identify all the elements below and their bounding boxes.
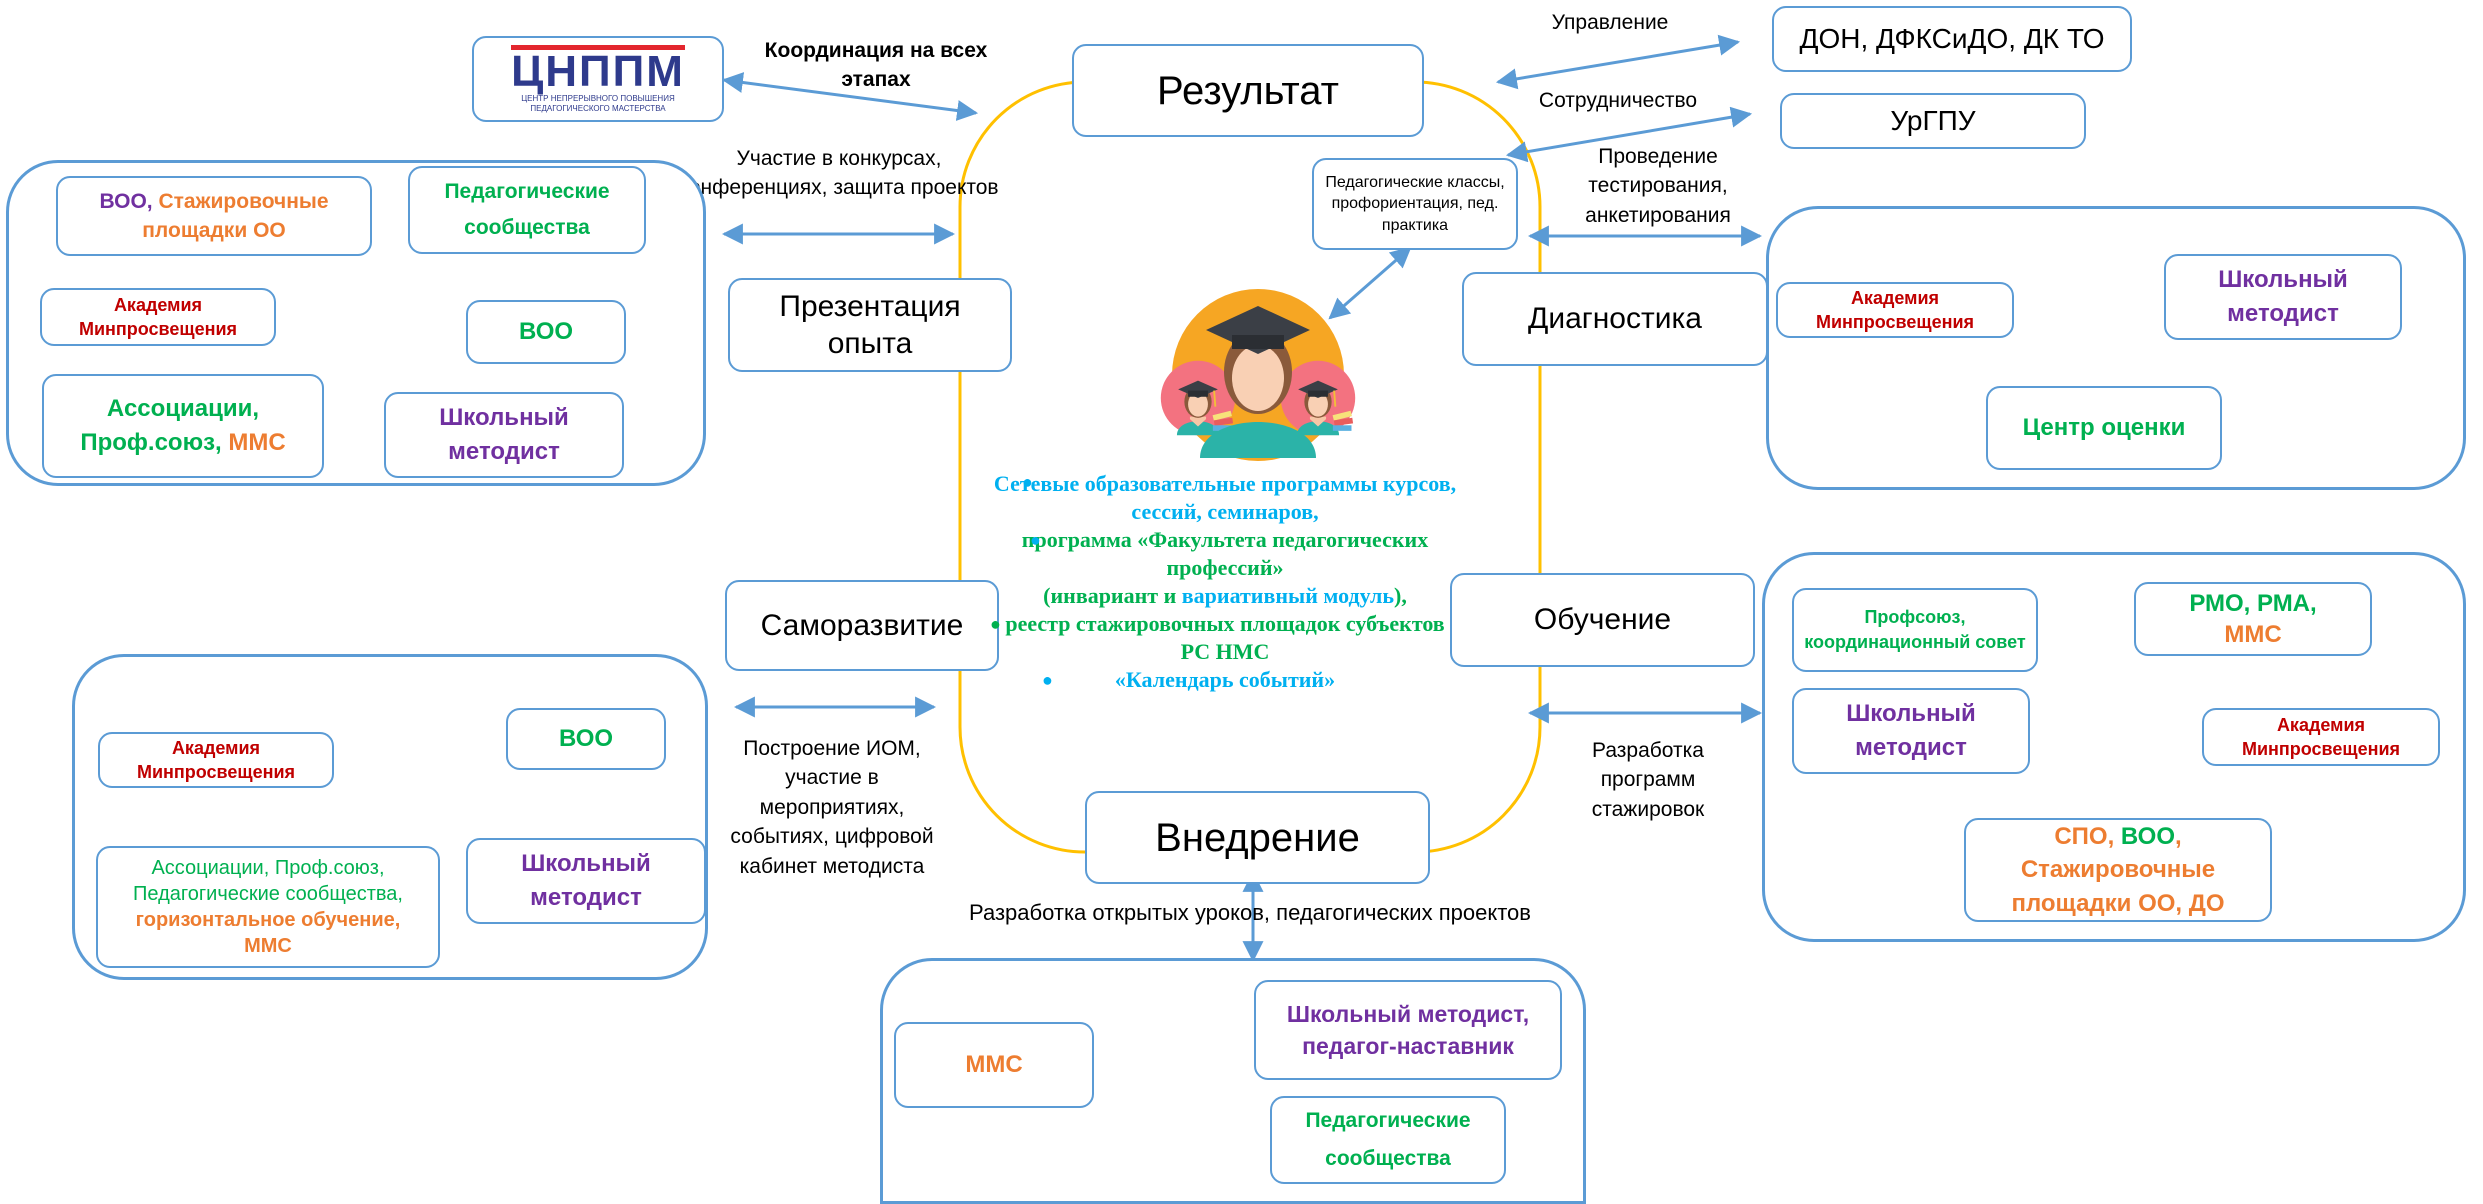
label-testing: Проведение тестирования, анкетирования [1585,145,1731,227]
bl-assoc[interactable]: Ассоциации, Проф.союз, Педагогические со… [96,846,440,968]
stage-training[interactable]: Обучение [1450,573,1755,667]
label-coordination: Координация на всех этапах [764,39,988,92]
tl-voo-label: ВОО, [99,189,153,213]
graduates-group-icon [1159,289,1357,461]
tr-academy[interactable]: Академия Минпросвещения [1776,282,2014,338]
ped-classes-box[interactable]: Педагогические классы, профориентация, п… [1312,158,1518,250]
bl-assoc-3: горизонтальное обучение, [135,909,401,931]
br-profsoyuz[interactable]: Профсоюз, координационный совет [1792,588,2038,672]
b-methodist[interactable]: Школьный методист, педагог-наставник [1254,980,1562,1080]
network-line-3b: вариативный модуль [1181,583,1395,608]
network-line-3a: (инвариант и [1043,583,1177,608]
network-programs: ●Сетевые образовательные программы курсо… [990,471,1457,692]
tr-assessment[interactable]: Центр оценки [1986,386,2222,470]
tl-stazh-label: Стажировочные площадки ОО [142,189,329,242]
br-rmo[interactable]: РМО, РМА, ММС [2134,582,2372,656]
tl-assoc[interactable]: Ассоциации, Проф.союз, ММС [42,374,324,478]
bl-assoc-1: Ассоциации, Проф.союз, [151,857,385,879]
external-don[interactable]: ДОН, ДФКСиДО, ДК ТО [1772,6,2132,72]
external-urgpu[interactable]: УрГПУ [1780,93,2086,149]
br-stazh-label: Стажировочные площадки ОО, ДО [2011,856,2225,917]
br-rmo-label: РМО, РМА, [2189,589,2317,617]
bl-assoc-2: Педагогические сообщества, [133,883,403,905]
br-methodist[interactable]: Школьный методист [1792,688,2030,774]
label-open-lessons: Разработка открытых уроков, педагогическ… [969,900,1531,925]
b-ped-comm[interactable]: Педагогические сообщества [1270,1096,1506,1184]
br-comma: , [2175,822,2182,850]
tl-mms-label: ММС [228,429,286,456]
network-line-2: программа «Факультета педагогических про… [1021,527,1429,580]
stage-diagnostics[interactable]: Диагностика [1462,272,1768,366]
logo-sub-2: ПЕДАГОГИЧЕСКОГО МАСТЕРСТВА [530,103,666,113]
br-spo[interactable]: СПО, ВОО, Стажировочные площадки ОО, ДО [1964,818,2272,922]
label-management: Управление [1551,11,1669,34]
tr-methodist[interactable]: Школьный методист [2164,254,2402,340]
bl-assoc-4: ММС [244,935,292,957]
br-academy[interactable]: Академия Минпросвещения [2202,708,2440,766]
tl-assoc-label: Ассоциации, Проф.союз, [80,395,260,456]
br-voo-label: ВОО [2120,822,2175,850]
network-line-3c: ), [1394,583,1407,608]
br-spo-label: СПО, [2054,822,2115,850]
tl-academy[interactable]: Академия Минпросвещения [40,288,276,346]
tl-voo-stazh[interactable]: ВОО, Стажировочные площадки ОО [56,176,372,256]
cnppm-logo: ЦНППМ ЦЕНТР НЕПРЕРЫВНОГО ПОВЫШЕНИЯ ПЕДАГ… [472,36,724,122]
bl-methodist[interactable]: Школьный методист [466,838,706,924]
tl-ped-comm[interactable]: Педагогические сообщества [408,166,646,254]
tl-methodist[interactable]: Школьный методист [384,392,624,478]
bl-academy[interactable]: Академия Минпросвещения [98,732,334,788]
b-mms[interactable]: ММС [894,1022,1094,1108]
br-mms-label: ММС [2224,621,2282,648]
network-line-1: Сетевые образовательные программы курсов… [993,471,1457,524]
label-cooperation: Сотрудничество [1538,89,1698,112]
label-internships: Разработка программ стажировок [1591,739,1705,821]
tl-voo[interactable]: ВОО [466,300,626,364]
network-line-5: «Календарь событий» [1114,667,1336,692]
label-participation: Участие в конкурсах, конференциях, защит… [679,147,999,200]
bl-voo[interactable]: ВОО [506,708,666,770]
network-line-4: реестр стажировочных площадок субъектов … [1005,611,1445,664]
stage-result[interactable]: Результат [1072,44,1424,137]
stage-implementation[interactable]: Внедрение [1085,791,1430,884]
double-arrow-icon [721,34,1763,963]
stage-selfdev[interactable]: Саморазвитие [725,580,999,671]
logo-main: ЦНППМ [511,44,685,96]
label-iom: Построение ИОМ, участие в мероприятиях, … [730,737,934,878]
logo-sub-1: ЦЕНТР НЕПРЕРЫВНОГО ПОВЫШЕНИЯ [521,93,675,103]
stage-presentation[interactable]: Презентация опыта [728,278,1012,372]
